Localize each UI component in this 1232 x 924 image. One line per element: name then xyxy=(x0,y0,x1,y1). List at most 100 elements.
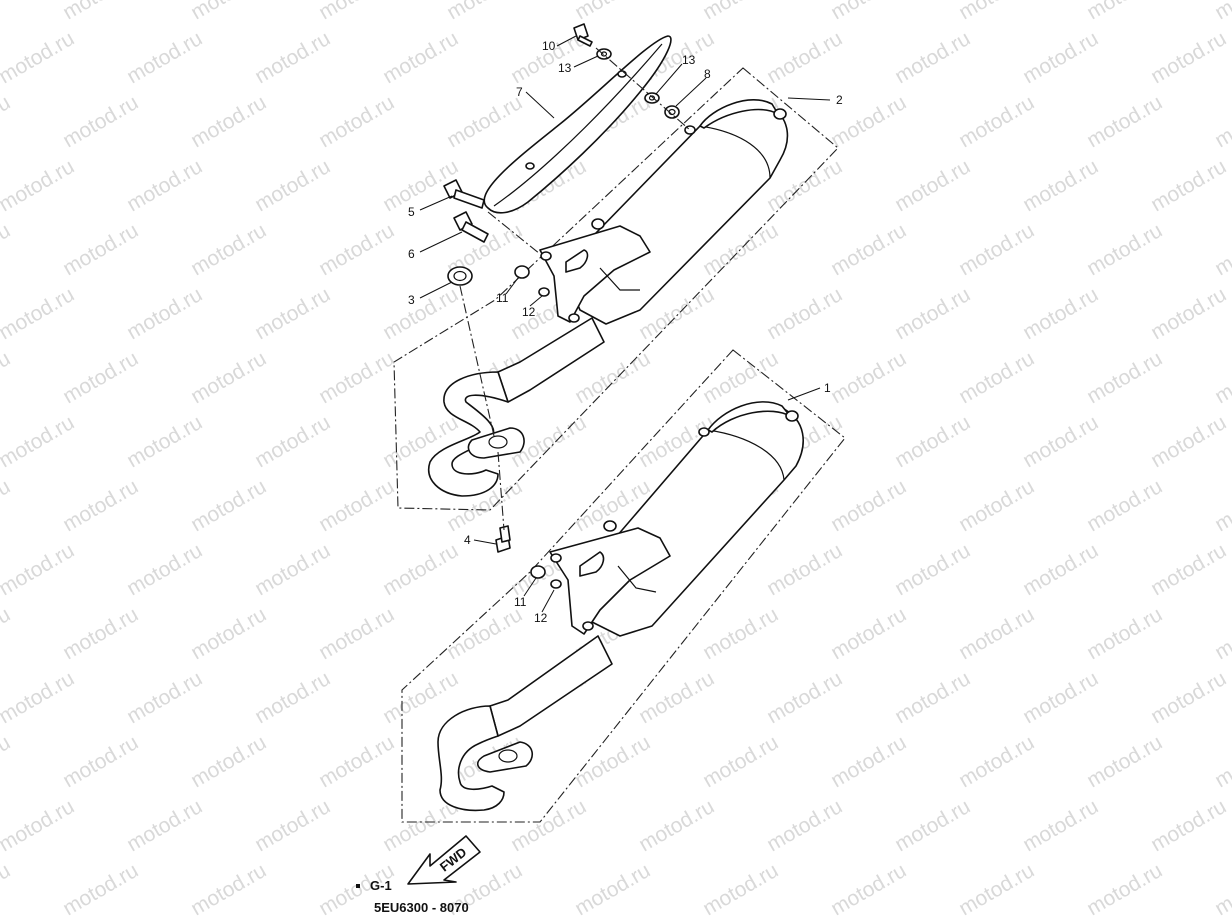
watermark-text: motod.ru xyxy=(955,859,1038,920)
watermark-text: motod.ru xyxy=(187,731,270,792)
watermark-text: motod.ru xyxy=(0,475,14,536)
watermark-text: motod.ru xyxy=(251,667,334,728)
watermark-text: motod.ru xyxy=(1147,795,1230,856)
watermark-text: motod.ru xyxy=(1147,539,1230,600)
watermark-text: motod.ru xyxy=(187,347,270,408)
watermark-text: motod.ru xyxy=(1019,795,1102,856)
watermark-text: motod.ru xyxy=(891,795,974,856)
watermark-text: motod.ru xyxy=(1019,155,1102,216)
callout-11b: 11 xyxy=(514,595,527,609)
watermark-text: motod.ru xyxy=(187,475,270,536)
callout-11a: 11 xyxy=(496,291,509,305)
watermark-text: motod.ru xyxy=(315,603,398,664)
watermark-text: motod.ru xyxy=(1211,0,1232,24)
watermark-text: motod.ru xyxy=(1019,539,1102,600)
watermark-text: motod.ru xyxy=(955,0,1038,24)
watermark-text: motod.ru xyxy=(59,731,142,792)
watermark-text: motod.ru xyxy=(379,539,462,600)
watermark-text: motod.ru xyxy=(1211,91,1232,152)
callout-8: 8 xyxy=(704,67,711,81)
callout-12b: 12 xyxy=(534,611,548,625)
watermark-text: motod.ru xyxy=(955,603,1038,664)
watermark-text: motod.ru xyxy=(315,91,398,152)
watermark-text: motod.ru xyxy=(1211,603,1232,664)
watermark-text: motod.ru xyxy=(123,283,206,344)
callout-6: 6 xyxy=(408,247,415,261)
watermark-text: motod.ru xyxy=(1147,155,1230,216)
watermark-text: motod.ru xyxy=(507,795,590,856)
muffler-1 xyxy=(437,401,804,812)
watermark-text: motod.ru xyxy=(827,219,910,280)
watermark-text: motod.ru xyxy=(571,731,654,792)
collar-8 xyxy=(664,105,680,119)
watermark-text: motod.ru xyxy=(1083,475,1166,536)
watermark-text: motod.ru xyxy=(251,795,334,856)
watermark-text: motod.ru xyxy=(59,347,142,408)
watermark-text: motod.ru xyxy=(123,539,206,600)
gasket-3 xyxy=(447,266,473,286)
watermark-text: motod.ru xyxy=(251,27,334,88)
watermark-text: motod.ru xyxy=(0,155,78,216)
bolt-6 xyxy=(453,211,489,243)
watermark-text: motod.ru xyxy=(0,91,14,152)
watermark-text: motod.ru xyxy=(251,283,334,344)
watermark-text: motod.ru xyxy=(1019,27,1102,88)
callout-5: 5 xyxy=(408,205,415,219)
watermark-text: motod.ru xyxy=(955,731,1038,792)
watermark-text: motod.ru xyxy=(315,219,398,280)
watermark-text: motod.ru xyxy=(1083,859,1166,920)
fwd-arrow-icon: FWD xyxy=(407,835,481,885)
watermark-text: motod.ru xyxy=(763,27,846,88)
watermark-text: motod.ru xyxy=(1083,603,1166,664)
watermark-text: motod.ru xyxy=(123,27,206,88)
watermark-text: motod.ru xyxy=(1211,475,1232,536)
watermark-text: motod.ru xyxy=(443,0,526,24)
watermark-text: motod.ru xyxy=(315,347,398,408)
watermark-text: motod.ru xyxy=(59,219,142,280)
watermark-text: motod.ru xyxy=(571,859,654,920)
watermark-text: motod.ru xyxy=(315,731,398,792)
watermark-text: motod.ru xyxy=(891,411,974,472)
watermark-text: motod.ru xyxy=(635,667,718,728)
watermark-text: motod.ru xyxy=(59,91,142,152)
watermark-text: motod.ru xyxy=(763,795,846,856)
watermark-text: motod.ru xyxy=(1147,667,1230,728)
watermark-text: motod.ru xyxy=(763,283,846,344)
watermark-text: motod.ru xyxy=(699,0,782,24)
watermark-text: motod.ru xyxy=(443,603,526,664)
assembly-1-boundary xyxy=(401,349,846,823)
watermark-text: motod.ru xyxy=(891,27,974,88)
part-code: 5EU6300 - 8070 xyxy=(374,900,469,915)
damper-11b xyxy=(530,565,546,579)
watermark-text: motod.ru xyxy=(187,0,270,24)
watermark-text: motod.ru xyxy=(827,347,910,408)
callout-7: 7 xyxy=(516,85,523,99)
watermark-text: motod.ru xyxy=(1147,283,1230,344)
collar-12a xyxy=(538,287,550,297)
watermark-text: motod.ru xyxy=(763,667,846,728)
watermark-text: motod.ru xyxy=(0,27,78,88)
watermark-text: motod.ru xyxy=(123,667,206,728)
watermark-text: motod.ru xyxy=(251,155,334,216)
watermark-text: motod.ru xyxy=(0,219,14,280)
watermark-text: motod.ru xyxy=(1083,91,1166,152)
callout-1: 1 xyxy=(824,381,831,395)
watermark-text: motod.ru xyxy=(1147,27,1230,88)
watermark-text: motod.ru xyxy=(1211,219,1232,280)
callout-13a: 13 xyxy=(558,61,572,75)
bolt-4 xyxy=(495,525,511,553)
watermark-text: motod.ru xyxy=(315,475,398,536)
watermark-text: motod.ru xyxy=(0,859,14,920)
watermark-text: motod.ru xyxy=(0,667,78,728)
watermark-text: motod.ru xyxy=(251,539,334,600)
watermark-text: motod.ru xyxy=(443,91,526,152)
watermark-text: motod.ru xyxy=(187,91,270,152)
watermark-text: motod.ru xyxy=(763,539,846,600)
watermark-text: motod.ru xyxy=(827,0,910,24)
figure-ref: G-1 xyxy=(370,878,392,893)
watermark-text: motod.ru xyxy=(699,859,782,920)
watermark-text: motod.ru xyxy=(635,795,718,856)
watermark-text: motod.ru xyxy=(955,347,1038,408)
callout-10: 10 xyxy=(542,39,556,53)
